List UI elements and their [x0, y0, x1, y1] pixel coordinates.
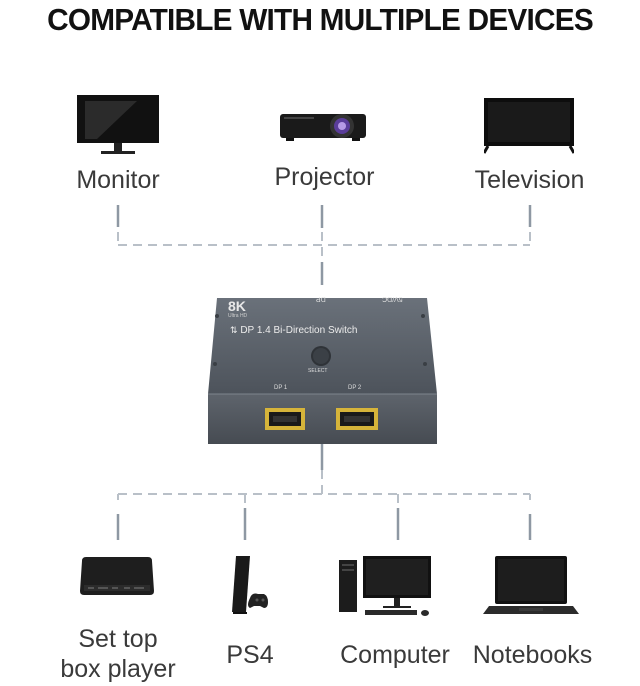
- switch-power-label: 5V/DC: [382, 295, 403, 302]
- switch-port1-label: DP 1: [274, 385, 288, 391]
- device-label-projector: Projector: [274, 163, 375, 191]
- projector-icon: [280, 108, 366, 142]
- switch-title: ⇅ DP 1.4 Bi-Direction Switch: [230, 325, 357, 336]
- laptop-icon: [483, 556, 579, 618]
- device-label-set-top-box: Set top box player: [48, 624, 188, 684]
- switch-badge-sub: Ultra HD: [228, 313, 248, 319]
- headline: COMPATIBLE WITH MULTIPLE DEVICES: [47, 2, 594, 37]
- switch-badge: 8K: [228, 298, 246, 314]
- switch-title-icon: ⇅: [230, 325, 238, 335]
- device-label-notebooks: Notebooks: [472, 641, 593, 669]
- device-label-set-top-box-line2: box player: [60, 655, 176, 683]
- monitor-icon: [77, 95, 159, 157]
- device-label-ps4: PS4: [226, 641, 274, 669]
- set-top-box-icon: [78, 555, 156, 599]
- television-icon: [484, 98, 574, 154]
- device-label-monitor: Monitor: [76, 166, 160, 194]
- device-label-set-top-box-line1: Set top: [78, 625, 158, 653]
- switch-port2-label: DP 2: [348, 385, 362, 391]
- dp-switch-device: [205, 290, 440, 446]
- switch-select-label: SELECT: [308, 368, 328, 374]
- ps4-console-icon: [230, 556, 270, 618]
- desktop-computer-icon: [339, 556, 433, 618]
- switch-top-port-label: DP: [316, 295, 326, 302]
- device-label-television: Television: [474, 166, 585, 194]
- device-label-computer: Computer: [340, 641, 450, 669]
- switch-title-text: DP 1.4 Bi-Direction Switch: [240, 325, 358, 336]
